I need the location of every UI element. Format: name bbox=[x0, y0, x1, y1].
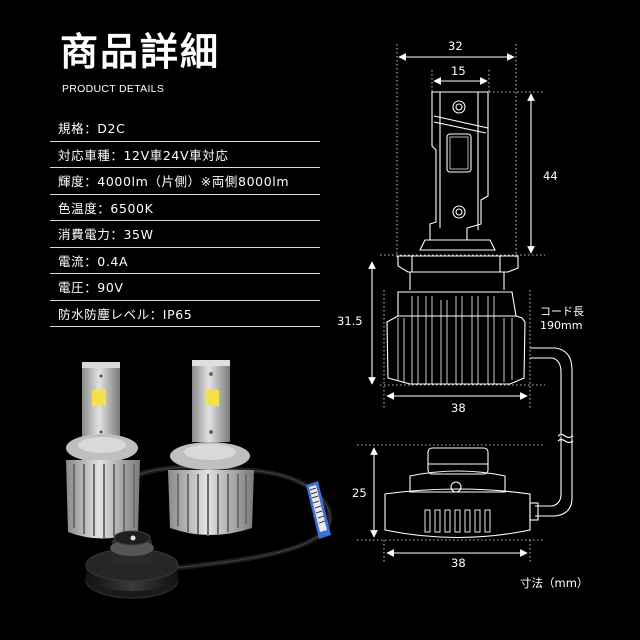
dim-ballast-width: 38 bbox=[451, 556, 466, 570]
spec-row-power: 消費電力：35W bbox=[50, 221, 320, 248]
spec-row-current: 電流：0.4A bbox=[50, 248, 320, 274]
unit-note: 寸法（mm） bbox=[520, 576, 589, 590]
spec-text: 消費電力：35W bbox=[58, 227, 154, 243]
spec-row-color-temp: 色温度：6500K bbox=[50, 195, 320, 221]
page-title: 商品詳細 bbox=[60, 30, 221, 74]
spec-row-voltage: 電圧：90V bbox=[50, 274, 320, 301]
dim-ballast-height: 25 bbox=[352, 486, 367, 500]
cord-length: 190mm bbox=[540, 319, 583, 332]
spec-text: 電流：0.4A bbox=[58, 253, 129, 269]
cord-label: コード長 bbox=[540, 305, 584, 318]
spec-text: 輝度：4000lm（片側）※両側8000lm bbox=[58, 174, 290, 190]
spec-list: 規格：D2C 対応車種：12V車24V車対応 輝度：4000lm（片側）※両側8… bbox=[50, 115, 320, 327]
spec-text: 防水防塵レベル：IP65 bbox=[58, 306, 193, 322]
dim-base-width: 38 bbox=[451, 401, 466, 415]
dim-base-height: 31.5 bbox=[337, 314, 363, 328]
d2c-adapter bbox=[85, 530, 179, 599]
dim-chip-width: 15 bbox=[451, 64, 466, 78]
spec-row-waterproof: 防水防塵レベル：IP65 bbox=[50, 301, 320, 327]
page-subtitle: PRODUCT DETAILS bbox=[62, 83, 165, 95]
spec-row-brightness: 輝度：4000lm（片側）※両側8000lm bbox=[50, 168, 320, 195]
spec-text: 規格：D2C bbox=[58, 121, 126, 137]
led-bulb-right bbox=[168, 360, 254, 536]
dim-bulb-width: 32 bbox=[448, 39, 463, 53]
barcode-label-icon bbox=[306, 481, 331, 539]
dim-led-height: 44 bbox=[543, 169, 558, 183]
spec-text: 対応車種：12V車24V車対応 bbox=[58, 147, 229, 163]
led-bulb-left bbox=[66, 362, 140, 539]
spec-text: 色温度：6500K bbox=[58, 200, 154, 216]
spec-text: 電圧：90V bbox=[58, 280, 124, 296]
spec-row-vehicle: 対応車種：12V車24V車対応 bbox=[50, 142, 320, 168]
spec-row-standard: 規格：D2C bbox=[50, 115, 320, 142]
